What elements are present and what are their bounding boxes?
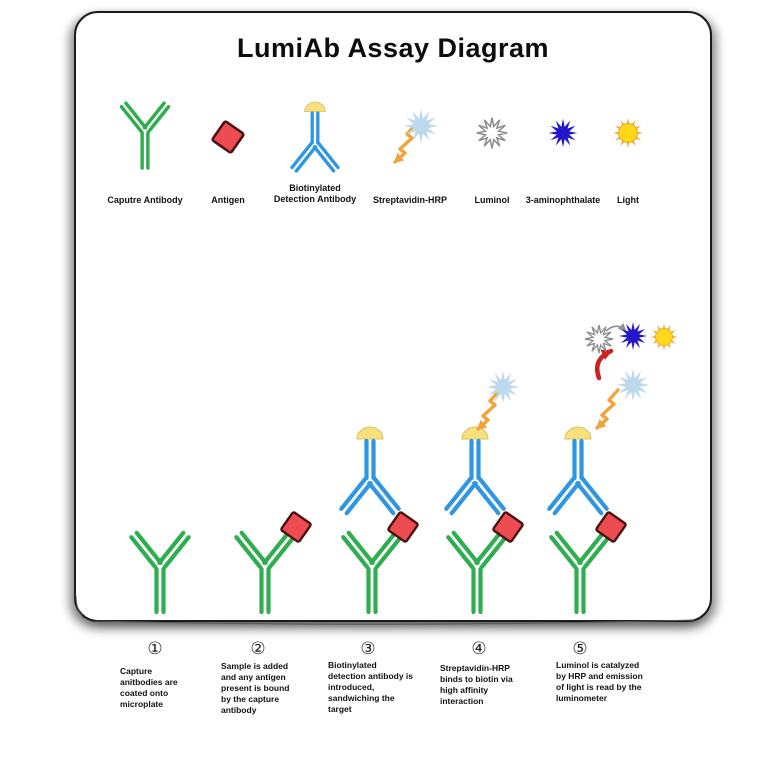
light-icon (613, 118, 643, 148)
step-1-number: ① (147, 639, 163, 659)
stage3-capture-antibody (343, 533, 400, 612)
stage5-capture-antibody (551, 533, 608, 612)
step-4-number: ④ (471, 639, 487, 659)
antigen-icon (210, 119, 246, 155)
assay-stages (131, 321, 677, 612)
conversion-arrow (605, 323, 627, 332)
legend-label-capture-antibody: Caputre Antibody (107, 195, 183, 205)
legend-label-aminophthalate: 3-aminophthalate (525, 195, 601, 205)
stage4-biotin-binding-arrow (478, 391, 499, 429)
step-4-caption: Streptavidin-HRP binds to biotin via hig… (440, 663, 513, 707)
biotinylated-detection-antibody-icon (290, 100, 340, 173)
step-1-caption: Capture anitbodies are coated onto micro… (120, 666, 178, 710)
step-5-number: ⑤ (572, 639, 588, 659)
stage5-biotin-binding-arrow (597, 390, 618, 428)
stage4-detection-antibody (446, 427, 503, 513)
stage3-detection-antibody (341, 427, 398, 513)
step-3-caption: Biotinylated detection antibody is intro… (328, 660, 414, 715)
page-title: LumiAb Assay Diagram (236, 33, 550, 63)
step-2-caption: Sample is added and any antigen present … (221, 661, 290, 716)
legend-label-luminol: Luminol (474, 195, 510, 205)
legend-label-detection-antibody: Biotinylated Detection Antibody (273, 183, 357, 205)
legend-label-antigen: Antigen (211, 195, 245, 205)
stage2-capture-antibody (236, 533, 293, 612)
streptavidin-hrp-icon (403, 108, 439, 144)
stage5-aminophthalate (618, 321, 648, 351)
stage5-detection-antibody (549, 427, 606, 513)
stage4-capture-antibody (448, 533, 505, 612)
legend-label-light: Light (617, 195, 639, 205)
luminol-icon (475, 116, 509, 150)
stage5-light (650, 323, 677, 350)
step-3-number: ③ (360, 639, 376, 659)
stage5-streptavidin-hrp (616, 368, 650, 402)
capture-antibody-icon (119, 101, 171, 170)
catalysis-arrow (594, 348, 614, 381)
aminophthalate-icon (548, 118, 578, 148)
legend-row (119, 100, 643, 173)
stage1-capture-antibody (131, 533, 188, 612)
step-2-number: ② (250, 639, 266, 659)
page-outline (75, 595, 696, 625)
legend-label-streptavidin-hrp: Streptavidin-HRP (372, 195, 447, 205)
step-5-caption: Luminol is catalyzed by HRP and emission… (556, 660, 643, 704)
